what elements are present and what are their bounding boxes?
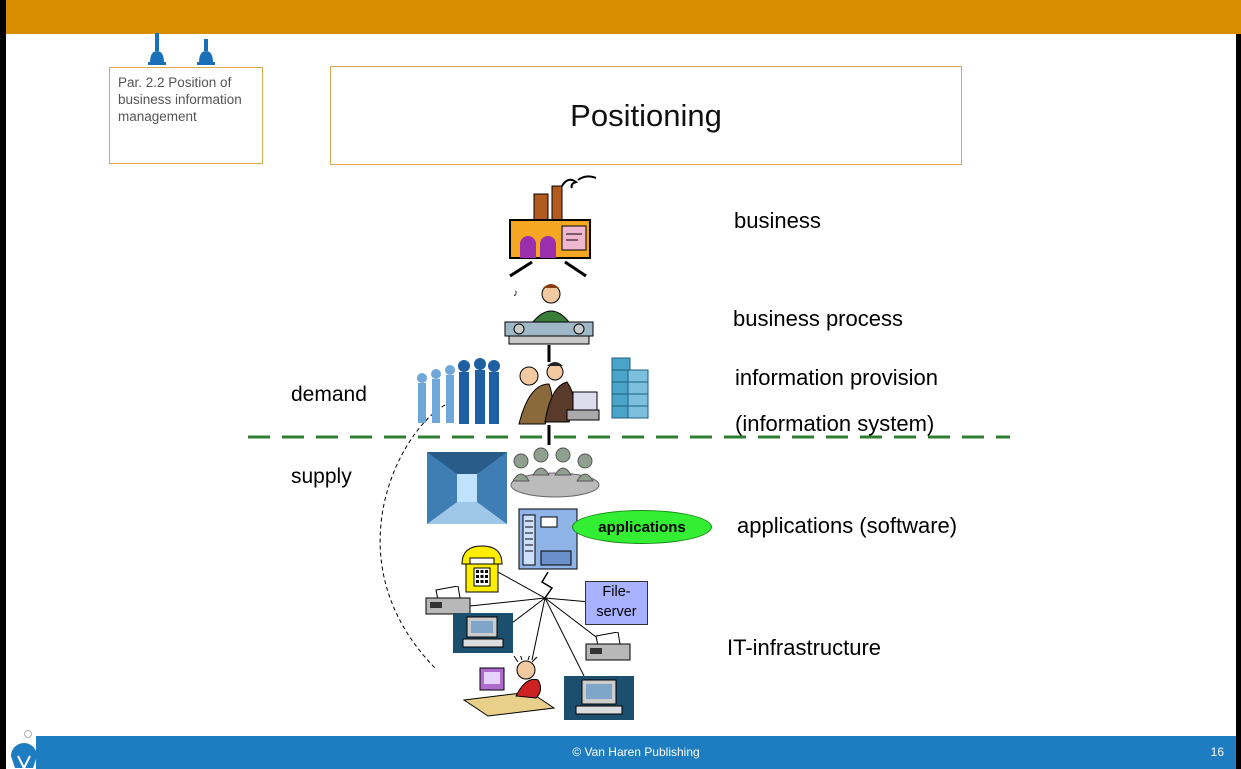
left-border: [0, 0, 6, 769]
desktop-computer-icon: [564, 676, 634, 720]
dashed-arc: [379, 404, 446, 669]
footer-bar: © Van Haren Publishing 16: [36, 736, 1236, 769]
fax-machine-icon: [585, 632, 631, 661]
layer-label-information-system: (information system): [735, 411, 935, 436]
server-room-icon: [427, 452, 507, 524]
connector-line: [564, 260, 587, 278]
fileserver-line1: File-: [602, 584, 631, 600]
factory-icon: [509, 175, 596, 259]
pin-icon: [148, 33, 166, 65]
connector-line: [509, 260, 533, 278]
page-number: 16: [1210, 745, 1224, 759]
fileserver-line2: server: [596, 604, 637, 620]
fax-machine-icon: [425, 586, 471, 615]
right-border: [1236, 34, 1241, 769]
fileserver-box: File- server: [585, 581, 648, 625]
title-text: Positioning: [570, 97, 722, 133]
office-workers-icon: [518, 362, 600, 425]
layer-label-applications: applications (software): [737, 513, 958, 538]
slide-title: Positioning: [330, 66, 962, 165]
buildings-icon: [611, 357, 649, 419]
section-note: Par. 2.2 Position of business informatio…: [109, 67, 263, 164]
applications-badge: applications: [572, 510, 712, 544]
pin-icons: [148, 33, 215, 65]
desktop-computer-icon: [453, 613, 513, 653]
demand-label: demand: [291, 383, 367, 406]
telephone-icon: [461, 545, 503, 593]
team-meeting-icon: [510, 447, 600, 498]
footer-copyright: © Van Haren Publishing: [572, 745, 700, 759]
pin-icon: [197, 39, 215, 65]
svg-text:♪: ♪: [513, 288, 518, 299]
frustrated-user-icon: [462, 656, 556, 717]
layer-label-business-process: business process: [733, 306, 903, 331]
crowd-icon: [417, 358, 500, 424]
mainframe-icon: [518, 508, 578, 570]
layer-label-it-infrastructure: IT-infrastructure: [727, 635, 882, 660]
lightning-link: [540, 571, 554, 599]
layer-label-information-provision: information provision: [735, 365, 938, 390]
network-lines: [469, 571, 601, 679]
layer-label-business: business: [734, 208, 821, 233]
top-accent-bar: [0, 0, 1241, 34]
publisher-logo-icon: [11, 730, 37, 768]
supply-label: supply: [291, 465, 352, 488]
worker-conveyor-icon: ♪: [504, 284, 594, 345]
